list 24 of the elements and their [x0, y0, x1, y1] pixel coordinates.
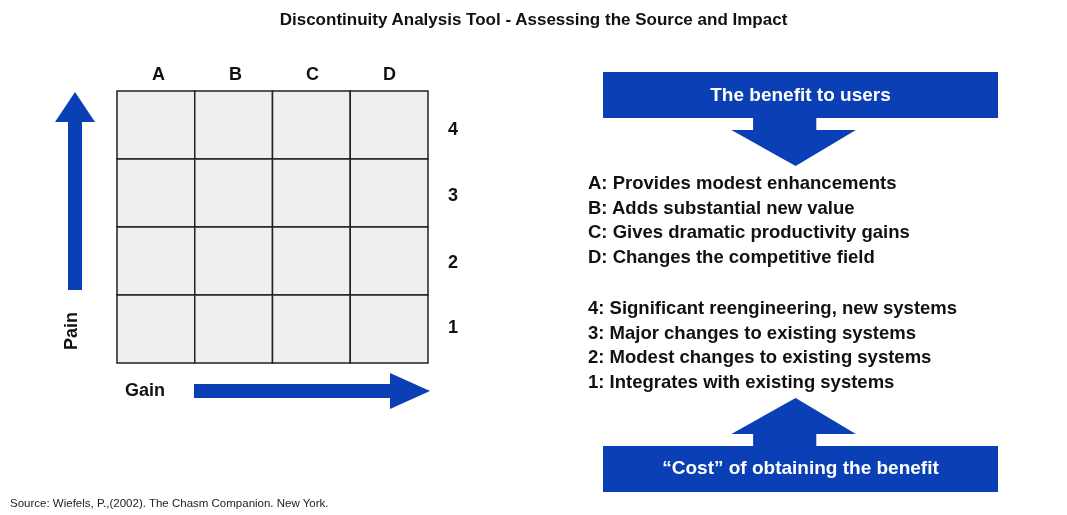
axis-label: Pain — [62, 312, 80, 350]
axis-label: Gain — [125, 381, 165, 399]
column-label: D — [383, 65, 396, 83]
arrow-label: The benefit to users — [709, 85, 892, 104]
legend-text: 3: Major changes to existing systems — [588, 323, 916, 342]
column-label: B — [229, 65, 242, 83]
legend-text: 4: Significant reengineering, new systems — [588, 299, 958, 318]
block-arrow — [603, 72, 998, 166]
column-label: A — [152, 65, 165, 83]
row-label: 2 — [448, 253, 458, 271]
legend-text: C: Gives dramatic productivity gains — [588, 223, 910, 242]
arrow-label: “Cost” of obtaining the benefit — [661, 458, 940, 477]
row-label: 4 — [448, 120, 458, 138]
row-label: 1 — [448, 318, 458, 336]
title: Discontinuity Analysis Tool - Assessing the Source and Impact — [278, 10, 789, 30]
legend-text: A: Provides modest enhancements — [588, 174, 897, 193]
row-label: 3 — [448, 186, 458, 204]
caption: Source: Wiefels, P.,(2002). The Chasm Companion. New York. — [10, 497, 329, 509]
legend-text: 2: Modest changes to existing systems — [588, 348, 932, 367]
legend-text: B: Adds substantial new value — [588, 198, 855, 217]
legend-text: 1: Integrates with existing systems — [588, 372, 895, 391]
column-label: C — [306, 65, 319, 83]
legend-text: D: Changes the competitive field — [588, 247, 875, 266]
block-arrow — [603, 398, 998, 492]
